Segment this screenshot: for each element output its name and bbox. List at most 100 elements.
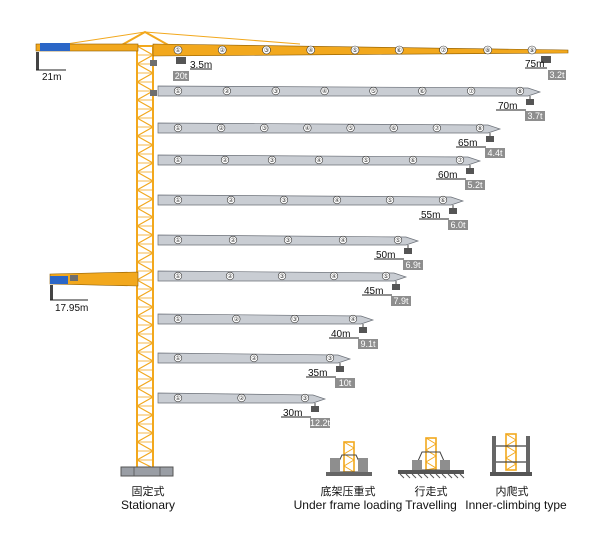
segment-number: ② xyxy=(228,197,234,204)
segment-marker xyxy=(418,86,427,96)
segment-number: ⑧ xyxy=(517,88,522,95)
ballast-block xyxy=(358,458,368,472)
trolley-hook-icon xyxy=(336,366,344,372)
segment-marker xyxy=(393,235,403,245)
segment-marker xyxy=(348,314,358,324)
segment-number: ③ xyxy=(285,237,290,244)
mast-lacing xyxy=(136,360,154,371)
segment-marker xyxy=(361,155,371,165)
building-wall xyxy=(526,436,530,476)
trolley-hook-icon xyxy=(449,208,457,214)
jib-length-60m: 60m xyxy=(438,170,457,181)
tip-load-5.2t: 5.2t xyxy=(467,180,483,190)
load-box xyxy=(310,418,330,428)
segment-marker xyxy=(338,235,348,245)
segment-marker xyxy=(300,393,310,403)
segment-marker xyxy=(220,155,230,165)
jib-length-75m: 75m xyxy=(525,59,544,70)
segment-number: ② xyxy=(239,395,245,402)
segment-marker xyxy=(467,86,476,96)
rail-sleeper xyxy=(423,473,429,479)
operator-cab-icon xyxy=(70,275,78,281)
rail-sleeper xyxy=(411,473,417,479)
load-box xyxy=(403,260,423,270)
mast-lacing xyxy=(136,189,154,200)
load-box xyxy=(485,148,505,158)
mast-lacing xyxy=(136,423,154,434)
segment-marker xyxy=(283,235,293,245)
segment-marker xyxy=(173,86,183,96)
inner-climbing-label-en: Inner-climbing type xyxy=(465,498,567,512)
load-box xyxy=(335,378,355,388)
segment-marker xyxy=(225,271,235,281)
segment-number: ① xyxy=(175,316,180,323)
mast-lacing xyxy=(136,279,154,290)
segment-number: ④ xyxy=(322,88,327,95)
segment-marker xyxy=(217,123,226,133)
segment-marker xyxy=(173,45,183,55)
segment-number: ③ xyxy=(292,316,297,323)
jib-body xyxy=(157,122,502,134)
travelling-label-zh: 行走式 xyxy=(415,485,448,498)
segment-marker xyxy=(381,271,391,281)
mast-lacing xyxy=(425,461,437,469)
segment-marker xyxy=(314,155,324,165)
segment-number: ④ xyxy=(340,237,345,244)
segment-marker xyxy=(332,195,342,205)
segment-marker xyxy=(173,271,183,281)
mast-lacing xyxy=(425,455,437,463)
segment-marker xyxy=(267,155,277,165)
under-frame-loading-icon xyxy=(326,441,372,476)
low-configuration: 17.95m xyxy=(49,271,139,314)
mast-lacing xyxy=(136,144,154,155)
mast-lacing xyxy=(136,342,154,353)
jib-length-55m: 55m xyxy=(421,210,440,221)
load-box xyxy=(548,70,566,80)
segment-number: ⑤ xyxy=(352,47,357,54)
segment-number: ② xyxy=(222,157,228,164)
mast-lacing xyxy=(136,324,154,335)
segment-number: ⑤ xyxy=(387,197,392,204)
segment-marker xyxy=(475,123,485,133)
segment-marker xyxy=(438,195,448,205)
under-frame-loading-label-en: Under frame loading xyxy=(294,498,403,512)
segment-number: ⑥ xyxy=(440,197,445,204)
mast-lacing xyxy=(136,135,154,146)
segment-number: ⑥ xyxy=(391,125,396,132)
main-jib-75m xyxy=(152,43,569,57)
rail-sleeper xyxy=(453,473,459,479)
mast-lacing xyxy=(136,126,154,137)
ballast-block xyxy=(412,460,422,470)
trolley-hook-icon xyxy=(359,327,367,333)
mast-lacing xyxy=(505,439,517,447)
travelling-label-en: Travelling xyxy=(405,498,457,512)
load-box xyxy=(391,296,411,306)
mast-lacing xyxy=(136,81,154,92)
mast-lacing xyxy=(136,252,154,263)
near-load-20t: 20t xyxy=(175,71,188,81)
segment-marker xyxy=(260,123,269,133)
rail-sleeper xyxy=(399,473,405,479)
rail-sleeper xyxy=(441,473,447,479)
mast-lacing xyxy=(136,45,154,56)
mast-lacing xyxy=(136,396,154,407)
segment-marker xyxy=(173,353,183,363)
jib-length-50m: 50m xyxy=(376,250,395,261)
trolley-hook-icon xyxy=(176,57,186,64)
mast-lacing xyxy=(425,437,437,445)
mast-lacing xyxy=(136,450,154,461)
jib-length-45m: 45m xyxy=(364,286,383,297)
mast-lacing xyxy=(505,463,517,471)
segment-number: ④ xyxy=(316,157,321,164)
segment-marker xyxy=(262,45,271,55)
segment-marker xyxy=(173,155,183,165)
segment-number: ① xyxy=(175,355,180,362)
load-box xyxy=(173,71,189,81)
